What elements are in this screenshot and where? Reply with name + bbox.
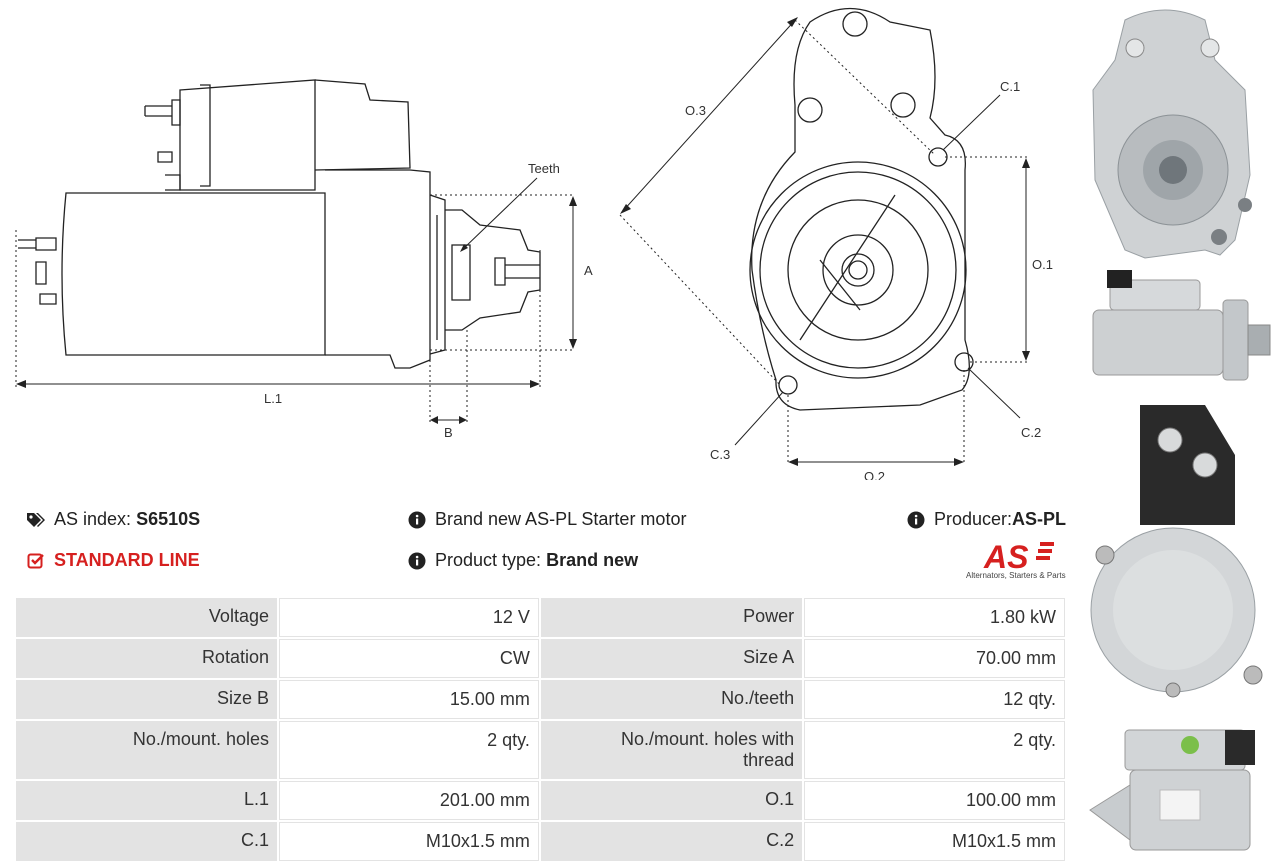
producer-row: Producer: AS-PL [906, 509, 1066, 530]
product-photos [1085, 0, 1283, 860]
label-b: B [444, 425, 453, 440]
table-row: Size B 15.00 mm No./teeth 12 qty. [16, 680, 1065, 719]
standard-line-text: STANDARD LINE [54, 550, 200, 570]
spec-value: CW [278, 639, 539, 678]
info-circle-icon [407, 551, 427, 571]
label-teeth: Teeth [528, 161, 560, 176]
spec-value: 15.00 mm [278, 680, 539, 719]
producer-label: Producer: [934, 509, 1013, 529]
product-type-row: Product type: Brand new [407, 550, 638, 571]
spec-value: 2 qty. [278, 721, 539, 779]
photo-front-view [1089, 9, 1271, 851]
spec-value: 2 qty. [804, 721, 1065, 779]
as-pl-logo: AS Alternators, Starters & Parts [962, 538, 1072, 586]
spec-label: C.1 [16, 822, 277, 861]
table-row: C.1 M10x1.5 mm C.2 M10x1.5 mm [16, 822, 1065, 861]
logo-text: AS [983, 539, 1029, 572]
as-index-label: AS index: [54, 509, 132, 529]
tags-icon [26, 510, 46, 530]
info-circle-icon [906, 510, 926, 530]
product-info: AS index: S6510S STANDARD LINE Brand new… [26, 505, 1071, 585]
as-index-row: AS index: S6510S [26, 509, 200, 530]
producer-value: AS-PL [1012, 509, 1067, 529]
spec-value: M10x1.5 mm [804, 822, 1065, 861]
spec-value: M10x1.5 mm [278, 822, 539, 861]
spec-value: 1.80 kW [804, 598, 1065, 637]
checkbox-checked-icon [26, 551, 46, 571]
spec-label: C.2 [540, 822, 803, 861]
logo-tagline: Alternators, Starters & Parts [966, 571, 1066, 580]
label-o3: O.3 [685, 103, 706, 118]
description-text: Brand new AS-PL Starter motor [435, 509, 687, 529]
spec-label: Size B [16, 680, 277, 719]
spec-label: L.1 [16, 781, 277, 820]
spec-value: 100.00 mm [804, 781, 1065, 820]
label-o2: O.2 [864, 469, 885, 480]
label-c1: C.1 [1000, 79, 1020, 94]
table-row: No./mount. holes 2 qty. No./mount. holes… [16, 721, 1065, 779]
product-type-value: Brand new [546, 550, 639, 570]
label-l1: L.1 [264, 391, 282, 406]
spec-label: Rotation [16, 639, 277, 678]
label-c3: C.3 [710, 447, 730, 462]
as-logo-icon: AS [983, 539, 1054, 575]
table-row: Rotation CW Size A 70.00 mm [16, 639, 1065, 678]
spec-value: 201.00 mm [278, 781, 539, 820]
label-o1: O.1 [1032, 257, 1053, 272]
table-row: Voltage 12 V Power 1.80 kW [16, 598, 1065, 637]
label-a: A [584, 263, 593, 278]
as-index-value: S6510S [136, 509, 201, 529]
spec-label: O.1 [540, 781, 803, 820]
spec-value: 12 V [278, 598, 539, 637]
spec-label: Size A [540, 639, 803, 678]
spec-label: Power [540, 598, 803, 637]
label-c2: C.2 [1021, 425, 1041, 440]
spec-label: No./mount. holes with thread [540, 721, 803, 779]
spec-label: No./mount. holes [16, 721, 277, 779]
spec-value: 12 qty. [804, 680, 1065, 719]
info-circle-icon [407, 510, 427, 530]
table-row: L.1 201.00 mm O.1 100.00 mm [16, 781, 1065, 820]
product-type-label: Product type: [435, 550, 542, 570]
spec-value: 70.00 mm [804, 639, 1065, 678]
spec-table: Voltage 12 V Power 1.80 kW Rotation CW S… [14, 596, 1067, 863]
spec-label: Voltage [16, 598, 277, 637]
starter-drawing-svg: Teeth A B L.1 O.1 O.2 O.3 C.1 C.2 C.3 [15, 7, 1053, 480]
standard-line-row: STANDARD LINE [26, 550, 200, 571]
technical-drawings: Teeth A B L.1 O.1 O.2 O.3 C.1 C.2 C.3 [0, 0, 1080, 480]
description-row: Brand new AS-PL Starter motor [407, 509, 686, 530]
spec-label: No./teeth [540, 680, 803, 719]
